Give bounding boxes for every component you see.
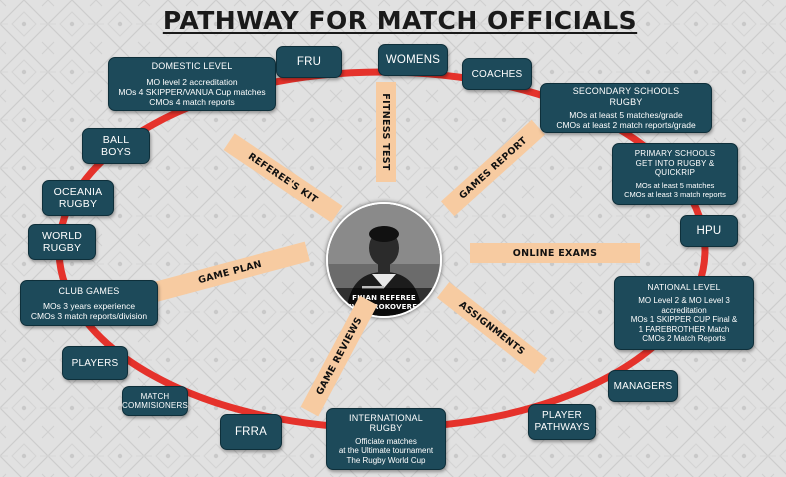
spoke-online-exams: ONLINE EXAMS bbox=[470, 243, 640, 263]
hpu-title: HPU bbox=[696, 224, 722, 237]
node-international-rugby: INTERNATIONAL RUGBY Officiate matches at… bbox=[326, 408, 446, 470]
international-rugby-line: at the Ultimate tournament bbox=[338, 446, 434, 456]
node-domestic-level: DOMESTIC LEVEL MO level 2 accreditation … bbox=[108, 57, 276, 111]
international-rugby-title: INTERNATIONAL bbox=[349, 412, 423, 423]
node-secondary-schools: SECONDARY SCHOOLS RUGBY MOs at least 5 m… bbox=[540, 83, 712, 133]
primary-schools-line: CMOs at least 3 match reports bbox=[624, 189, 726, 199]
node-national-level: NATIONAL LEVEL MO Level 2 & MO Level 3 a… bbox=[614, 276, 754, 350]
node-player-pathways: PLAYER PATHWAYS bbox=[528, 404, 596, 440]
domestic-level-line: MO level 2 accreditation bbox=[146, 77, 238, 87]
national-level-line: MOs 1 SKIPPER CUP Final & bbox=[630, 315, 738, 325]
player-pathways-title: PLAYER bbox=[542, 410, 582, 421]
club-games-title: CLUB GAMES bbox=[58, 285, 120, 296]
node-players: PLAYERS bbox=[62, 346, 128, 380]
national-level-title: NATIONAL LEVEL bbox=[647, 282, 721, 293]
spoke-fitness-test-label: FITNESS TEST bbox=[380, 93, 392, 171]
club-games-line: MOs 3 years experience bbox=[42, 300, 136, 311]
players-title: PLAYERS bbox=[71, 357, 119, 369]
referee-photo: FIJIAN REFEREE TEVITA ROKOVERENI bbox=[326, 202, 442, 318]
player-pathways-title: PATHWAYS bbox=[534, 422, 590, 433]
oceania-rugby-title: OCEANIA bbox=[53, 186, 103, 198]
primary-schools-line: MOs at least 5 matches bbox=[635, 180, 715, 190]
referee-caption-line2: TEVITA ROKOVERENI bbox=[341, 303, 427, 311]
node-womens: WOMENS bbox=[378, 44, 448, 76]
secondary-schools-title: SECONDARY SCHOOLS bbox=[572, 86, 680, 96]
node-frra: FRRA bbox=[220, 414, 282, 450]
referee-caption-line1: FIJIAN REFEREE bbox=[352, 294, 416, 302]
node-world-rugby: WORLD RUGBY bbox=[28, 224, 96, 260]
node-ball-boys: BALL BOYS bbox=[82, 128, 150, 164]
international-rugby-title: RUGBY bbox=[369, 423, 403, 434]
club-games-line: CMOs 3 match reports/division bbox=[30, 310, 148, 321]
node-managers: MANAGERS bbox=[608, 370, 678, 402]
coaches-title: COACHES bbox=[471, 68, 523, 80]
world-rugby-title: WORLD bbox=[41, 230, 83, 242]
node-match-commissioners: MATCH COMMISIONERS bbox=[122, 386, 188, 416]
international-rugby-line: Officiate matches bbox=[355, 436, 417, 446]
national-level-line: accreditation bbox=[661, 305, 707, 315]
managers-title: MANAGERS bbox=[613, 380, 673, 392]
spoke-online-exams-label: ONLINE EXAMS bbox=[512, 247, 598, 259]
ball-boys-title: BOYS bbox=[101, 146, 131, 158]
node-primary-schools: PRIMARY SCHOOLS GET INTO RUGBY & QUICKRI… bbox=[612, 143, 738, 205]
node-fru: FRU bbox=[276, 46, 342, 78]
international-rugby-line: The Rugby World Cup bbox=[346, 455, 426, 465]
primary-schools-title: QUICKRIP bbox=[654, 168, 696, 178]
oceania-rugby-title: RUGBY bbox=[58, 198, 98, 210]
referee-portrait-icon bbox=[328, 204, 440, 316]
fru-title: FRU bbox=[296, 55, 322, 68]
node-club-games: CLUB GAMES MOs 3 years experience CMOs 3… bbox=[20, 280, 158, 326]
secondary-schools-title: RUGBY bbox=[609, 97, 643, 107]
womens-title: WOMENS bbox=[385, 53, 441, 66]
match-commissioners-title: MATCH bbox=[140, 391, 170, 401]
national-level-line: CMOs 2 Match Reports bbox=[642, 334, 726, 344]
world-rugby-title: RUGBY bbox=[42, 242, 82, 254]
domestic-level-line: MOs 4 SKIPPER/VANUA Cup matches bbox=[118, 87, 266, 97]
secondary-schools-line: MOs at least 5 matches/grade bbox=[569, 110, 683, 120]
frra-title: FRRA bbox=[234, 425, 268, 438]
primary-schools-title: PRIMARY SCHOOLS bbox=[634, 149, 716, 159]
domestic-level-title: DOMESTIC LEVEL bbox=[151, 61, 233, 71]
node-oceania-rugby: OCEANIA RUGBY bbox=[42, 180, 114, 216]
national-level-line: MO Level 2 & MO Level 3 bbox=[638, 296, 730, 306]
node-hpu: HPU bbox=[680, 215, 738, 247]
ball-boys-title: BALL bbox=[102, 134, 130, 146]
node-coaches: COACHES bbox=[462, 58, 532, 90]
domestic-level-line: CMOs 4 match reports bbox=[149, 97, 235, 107]
primary-schools-title: GET INTO RUGBY & bbox=[635, 158, 715, 168]
page-title: PATHWAY FOR MATCH OFFICIALS bbox=[162, 6, 638, 35]
national-level-line: 1 FAREBROTHER Match bbox=[638, 324, 730, 334]
spoke-fitness-test: FITNESS TEST bbox=[376, 82, 396, 182]
secondary-schools-line: CMOs at least 2 match reports/grade bbox=[556, 120, 696, 130]
match-commissioners-title: COMMISIONERS bbox=[122, 401, 188, 410]
